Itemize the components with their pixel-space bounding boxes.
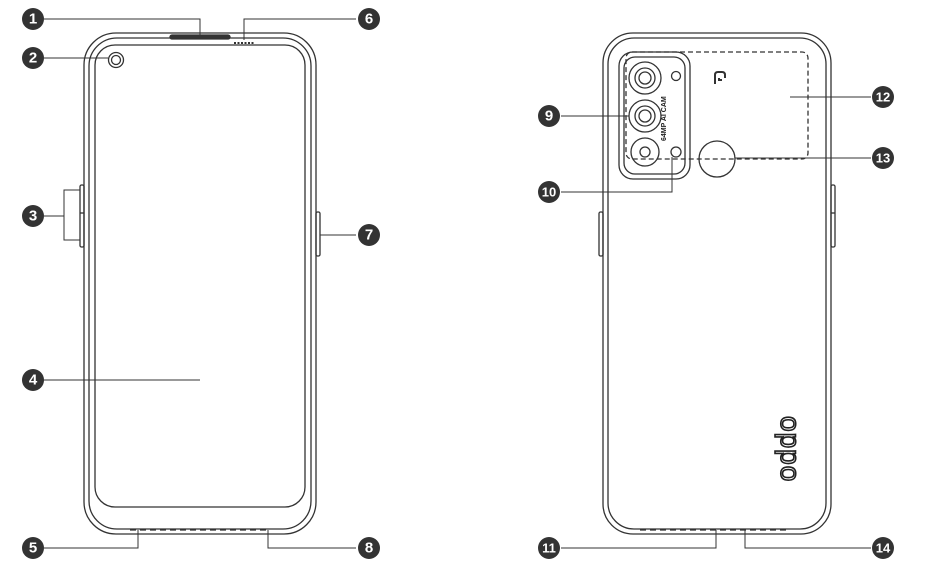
phone-front bbox=[79, 32, 321, 535]
camera-text: 64MP AI CAM bbox=[661, 96, 668, 141]
callout-11: 11 bbox=[538, 537, 560, 559]
rear-lens-2 bbox=[628, 99, 662, 133]
callout-14: 14 bbox=[872, 537, 894, 559]
callout-10: 10 bbox=[538, 181, 560, 203]
front-screen bbox=[94, 44, 306, 508]
fingerprint-sensor bbox=[698, 140, 736, 178]
svg-text:7: 7 bbox=[365, 227, 373, 244]
front-camera-lens bbox=[110, 54, 122, 66]
svg-text:2: 2 bbox=[29, 50, 37, 67]
svg-text:13: 13 bbox=[876, 151, 890, 166]
back-outer-frame bbox=[602, 32, 832, 535]
rear-lens-1 bbox=[628, 61, 662, 95]
svg-text:8: 8 bbox=[365, 540, 373, 557]
brand-logo: oppo bbox=[775, 416, 806, 482]
callout-6: 6 bbox=[358, 8, 380, 30]
svg-text:9: 9 bbox=[545, 108, 553, 125]
svg-text:3: 3 bbox=[29, 208, 37, 225]
callout-5: 5 bbox=[22, 537, 44, 559]
callout-2: 2 bbox=[22, 47, 44, 69]
callout-7: 7 bbox=[358, 224, 380, 246]
phone-back bbox=[598, 32, 836, 535]
front-badges: 1 2 3 4 5 6 7 8 bbox=[22, 8, 380, 559]
svg-text:6: 6 bbox=[365, 11, 373, 28]
nfc-icon bbox=[714, 71, 726, 84]
front-inner-frame bbox=[88, 37, 312, 530]
nfc-area bbox=[625, 51, 809, 160]
volume-buttons bbox=[79, 184, 85, 248]
callout-1: 1 bbox=[22, 8, 44, 30]
callout-12: 12 bbox=[872, 86, 894, 108]
svg-text:11: 11 bbox=[542, 541, 556, 556]
svg-text:5: 5 bbox=[29, 540, 37, 557]
callout-13: 13 bbox=[872, 147, 894, 169]
back-badges: 9 10 11 12 13 14 bbox=[538, 86, 894, 559]
power-button bbox=[315, 211, 321, 257]
front-outer-frame bbox=[83, 32, 317, 535]
callout-8: 8 bbox=[358, 537, 380, 559]
back-inner-frame bbox=[607, 37, 827, 530]
callout-4: 4 bbox=[22, 369, 44, 391]
svg-text:10: 10 bbox=[542, 185, 556, 200]
svg-text:1: 1 bbox=[29, 11, 37, 28]
rear-lens-3 bbox=[630, 137, 660, 167]
svg-text:4: 4 bbox=[29, 372, 38, 389]
back-leaders bbox=[561, 96, 871, 549]
rear-sensor bbox=[670, 70, 682, 82]
front-camera bbox=[107, 51, 125, 69]
svg-text:14: 14 bbox=[876, 541, 891, 556]
svg-text:12: 12 bbox=[876, 90, 890, 105]
callout-9: 9 bbox=[538, 105, 560, 127]
rear-flash bbox=[670, 146, 682, 158]
callout-3: 3 bbox=[22, 205, 44, 227]
front-leaders bbox=[44, 18, 356, 549]
